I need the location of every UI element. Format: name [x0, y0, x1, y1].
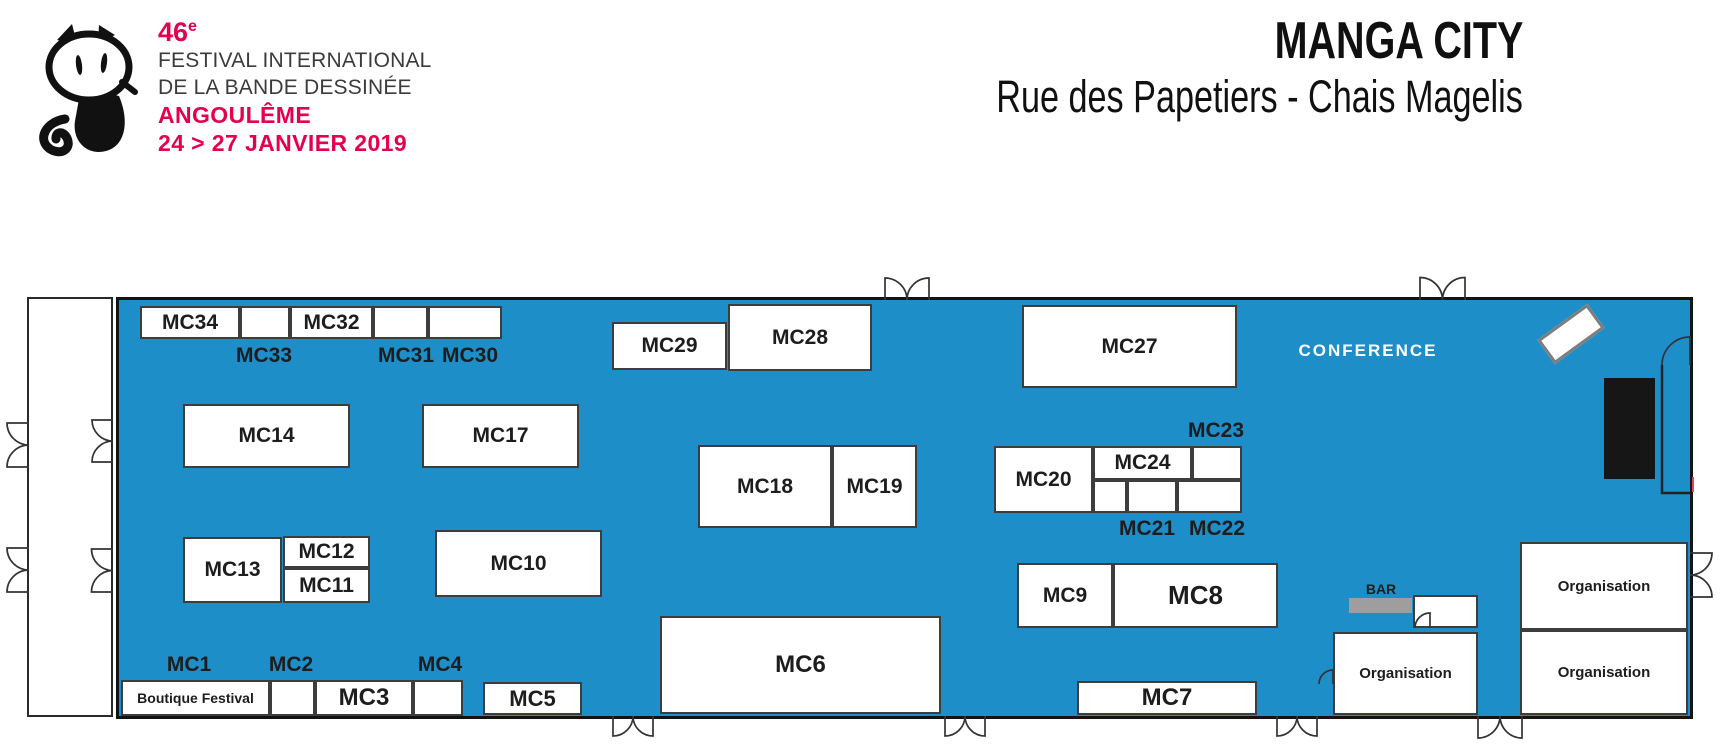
festival-name-line2: DE LA BANDE DESSINÉE	[158, 76, 412, 99]
booth-label: MC20	[1015, 467, 1072, 491]
booth-MC24: MC24	[1093, 446, 1192, 480]
label-MC23: MC23	[1187, 419, 1245, 442]
booth-label: Organisation	[1359, 665, 1452, 682]
booth-bar-room	[1413, 595, 1478, 628]
booth-label: MC27	[1101, 334, 1158, 358]
booth-MC6: MC6	[660, 616, 941, 714]
booth-label: MC9	[1042, 583, 1088, 607]
booth-MC20: MC20	[994, 446, 1093, 513]
booth-cell-mc21	[1127, 480, 1177, 513]
booth-label: MC6	[775, 651, 826, 678]
booth-MC14: MC14	[183, 404, 350, 468]
booth-cell-mc31	[373, 306, 428, 339]
booth-label: MC5	[509, 685, 556, 711]
booth-MC32: MC32	[290, 306, 373, 339]
booth-MC9: MC9	[1017, 563, 1113, 628]
booth-cell-mc33	[240, 306, 290, 339]
booth-MC10: MC10	[435, 530, 602, 597]
booth-MC5: MC5	[483, 682, 582, 715]
booth-label: MC29	[641, 334, 698, 357]
booth-label: MC10	[490, 551, 547, 575]
booth-label: MC12	[298, 540, 355, 563]
festival-logo-text: 46e FESTIVAL INTERNATIONAL DE LA BANDE D…	[158, 12, 432, 157]
booth-MC28: MC28	[728, 304, 872, 371]
booth-label: MC8	[1168, 580, 1223, 610]
door-icon	[944, 715, 986, 737]
booth-organisation-top-right: Organisation	[1520, 542, 1688, 630]
label-MC4: MC4	[417, 653, 463, 676]
door-icon	[6, 422, 30, 468]
booth-label: MC24	[1114, 451, 1171, 474]
entrance-corridor	[27, 297, 113, 717]
door-icon	[612, 715, 654, 737]
booth-cell-mc23	[1192, 446, 1242, 480]
booth-MC18: MC18	[698, 445, 832, 528]
booth-label: Organisation	[1557, 577, 1651, 595]
booth-organisation-left: Organisation	[1333, 632, 1478, 715]
red-mark	[1692, 477, 1694, 492]
stage-block	[1604, 378, 1655, 479]
booth-cell-mc4	[413, 680, 463, 716]
booth-organisation-bottom-right: Organisation	[1520, 630, 1688, 715]
booth-MC11: MC11	[283, 568, 370, 603]
label-MC2: MC2	[268, 653, 314, 676]
festival-name-line1: FESTIVAL INTERNATIONAL	[158, 49, 432, 72]
booth-label: MC14	[238, 424, 295, 447]
label-BAR: BAR	[1365, 581, 1397, 597]
booth-label: MC11	[299, 573, 354, 597]
label-MC30: MC30	[441, 344, 499, 367]
label-MC31: MC31	[377, 344, 435, 367]
booth-MC27: MC27	[1022, 305, 1237, 388]
booth-cell-a	[1093, 480, 1127, 513]
door-icon	[6, 547, 30, 593]
booth-label: MC7	[1141, 684, 1193, 711]
booth-label: MC13	[204, 558, 261, 581]
label-MC33: MC33	[235, 344, 293, 367]
booth-MC3: MC3	[315, 680, 413, 716]
booth-label: MC18	[736, 474, 794, 498]
booth-MC8: MC8	[1113, 563, 1278, 628]
booth-MC19: MC19	[832, 445, 917, 528]
label-MC21: MC21	[1118, 517, 1176, 540]
booth-MC12: MC12	[283, 536, 370, 568]
booth-MC13: MC13	[183, 537, 282, 603]
door-icon	[1276, 715, 1318, 737]
bar-counter	[1349, 598, 1412, 613]
label-MC22: MC22	[1188, 517, 1246, 540]
booth-label: Organisation	[1557, 664, 1651, 681]
booth-label: MC17	[472, 424, 529, 447]
label-CONFERENCE: CONFERENCE	[1298, 341, 1438, 360]
booth-label: MC3	[338, 684, 390, 711]
booth-MC7: MC7	[1077, 681, 1257, 715]
festival-edition: 46e	[158, 17, 197, 47]
booth-cell-mc30	[428, 306, 502, 339]
booth-cell-mc22	[1177, 480, 1242, 513]
booth-label: MC32	[303, 310, 360, 334]
booth-label: MC19	[846, 474, 903, 498]
label-MC1: MC1	[166, 653, 212, 676]
door-icon	[1689, 552, 1713, 598]
festival-dates: 24 > 27 JANVIER 2019	[158, 130, 408, 156]
booth-label: MC34	[161, 310, 219, 334]
booth-MC34: MC34	[140, 306, 240, 339]
booth-boutique: Boutique Festival	[121, 680, 270, 716]
page-title: MANGA CITY	[1274, 12, 1523, 70]
booth-label: MC28	[771, 325, 829, 349]
page-subtitle: Rue des Papetiers - Chais Magelis	[996, 71, 1523, 122]
booth-cell-mc2	[270, 680, 315, 716]
booth-MC17: MC17	[422, 404, 579, 468]
door-icon	[1477, 715, 1523, 739]
booth-label: Boutique Festival	[137, 690, 254, 706]
festival-city: ANGOULÊME	[158, 102, 312, 128]
booth-MC29: MC29	[612, 322, 727, 370]
fauve-cat-logo-icon	[39, 24, 138, 157]
title-block: MANGA CITY Rue des Papetiers - Chais Mag…	[830, 12, 1523, 124]
